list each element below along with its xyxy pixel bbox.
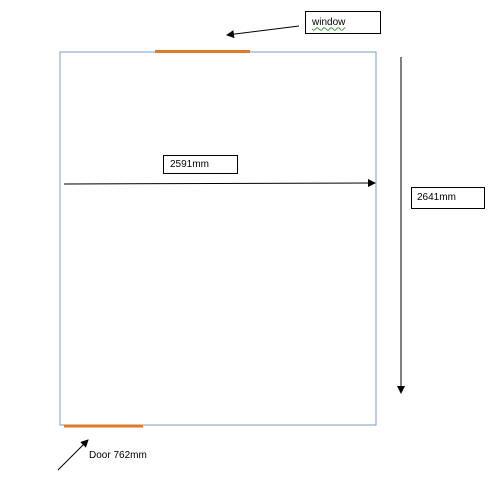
window-pointer-arrow bbox=[226, 25, 300, 39]
door-pointer-arrow bbox=[57, 439, 89, 471]
window-label-box: window bbox=[305, 11, 381, 34]
door-label: Door 762mm bbox=[89, 450, 147, 461]
width-dimension-arrow bbox=[63, 179, 376, 188]
window-label: window bbox=[312, 16, 346, 28]
room-outline bbox=[59, 51, 377, 426]
height-label: 2641mm bbox=[417, 192, 456, 203]
width-label-box: 2591mm bbox=[163, 155, 238, 174]
height-label-box: 2641mm bbox=[411, 187, 485, 209]
width-label: 2591mm bbox=[170, 158, 209, 170]
